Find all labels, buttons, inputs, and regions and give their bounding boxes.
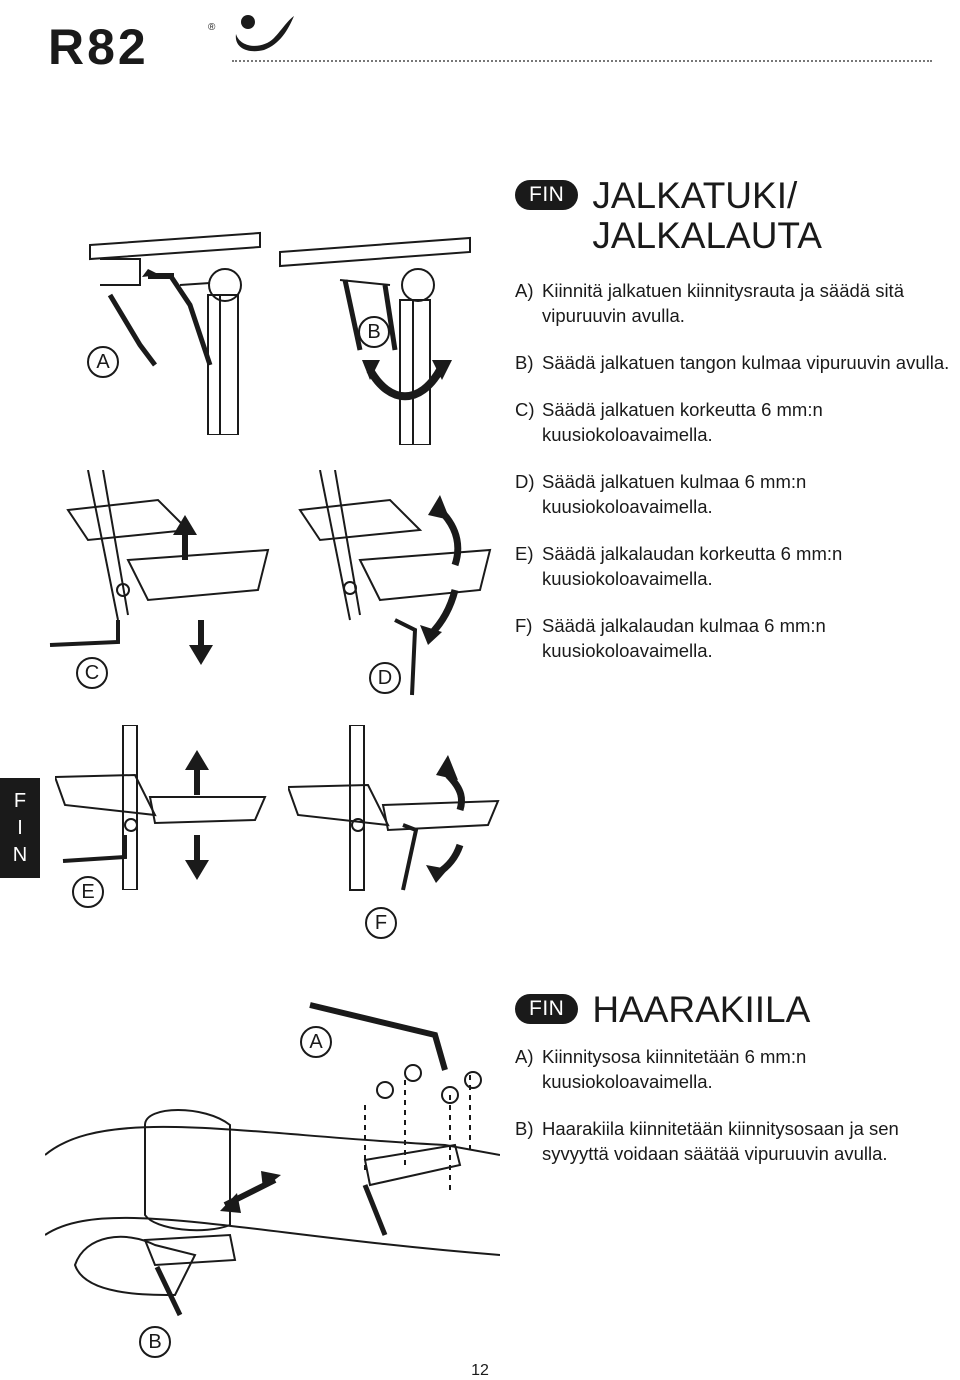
section-title: HAARAKIILA <box>592 990 810 1030</box>
instruction-item: C)Säädä jalkatuen korkeutta 6 mm:n kuusi… <box>515 399 823 445</box>
instruction-item: B)Haarakiila kiinnitetään kiinnitysosaan… <box>515 1118 899 1164</box>
rotate-arrow-icon <box>366 367 444 401</box>
logo-swirl-icon <box>235 16 294 52</box>
instruction-item: E)Säädä jalkalaudan korkeutta 6 mm:n kuu… <box>515 543 843 589</box>
page-number: 12 <box>471 1362 489 1379</box>
figure-label-pommel-b: B <box>139 1326 171 1358</box>
instruction-list: A)Kiinnitä jalkatuen kiinnitysrauta ja s… <box>515 278 955 663</box>
figure-label-c: C <box>76 657 108 689</box>
logo-text: R82 <box>48 19 149 68</box>
arrow-up-icon <box>173 515 197 535</box>
pommel-heading: FIN HAARAKIILA <box>515 990 955 1030</box>
title-line: JALKALAUTA <box>592 215 822 256</box>
instruction-item: A)Kiinnitysosa kiinnitetään 6 mm:n kuusi… <box>515 1046 807 1092</box>
side-tab-letter: N <box>12 843 28 866</box>
figure-label-f: F <box>365 907 397 939</box>
side-tab-letter: F <box>13 789 27 812</box>
illustration-c <box>49 470 270 665</box>
registered-mark: ® <box>208 22 216 33</box>
illustration-d <box>298 470 492 696</box>
illustration-e <box>55 725 267 890</box>
arrow-up-icon <box>185 750 209 770</box>
figure-label-d: D <box>369 662 401 694</box>
illustration-f <box>288 725 500 891</box>
instruction-list: A)Kiinnitysosa kiinnitetään 6 mm:n kuusi… <box>515 1044 955 1166</box>
logo-dot-icon <box>241 15 255 29</box>
r82-logo: R82 ® <box>48 15 294 68</box>
arrow-down-icon <box>189 645 213 665</box>
language-badge: FIN <box>515 994 579 1024</box>
arrow-up-icon <box>436 755 458 780</box>
header-dotted-rule <box>232 60 932 62</box>
footrest-heading: FIN JALKATUKI/ JALKALAUTA <box>515 176 955 256</box>
figure-label-pommel-a: A <box>300 1026 332 1058</box>
section-title: JALKATUKI/ JALKALAUTA <box>592 176 822 256</box>
arrow-down-icon <box>426 865 448 883</box>
instruction-item: D)Säädä jalkatuen kulmaa 6 mm:n kuusioko… <box>515 471 807 517</box>
side-tab-letter: I <box>17 816 23 839</box>
figure-label-a: A <box>87 346 119 378</box>
illustration-a <box>89 231 261 435</box>
illustration-b <box>279 236 471 445</box>
title-line: JALKATUKI/ <box>592 175 798 216</box>
pommel-section: FIN HAARAKIILA A)Kiinnitysosa kiinnitetä… <box>515 990 955 1188</box>
instruction-item: B)Säädä jalkatuen tangon kulmaa vipuruuv… <box>515 352 950 373</box>
figure-label-b: B <box>358 316 390 348</box>
figure-label-e: E <box>72 876 104 908</box>
language-side-tab: F I N <box>0 778 40 878</box>
arrow-down-icon <box>185 860 209 880</box>
instruction-item: F)Säädä jalkalaudan kulmaa 6 mm:n kuusio… <box>515 615 826 661</box>
footrest-section: FIN JALKATUKI/ JALKALAUTA A)Kiinnitä jal… <box>515 176 955 685</box>
title-line: HAARAKIILA <box>592 989 811 1030</box>
arrow-up-icon <box>428 495 450 520</box>
illustration-pommel <box>45 1002 500 1317</box>
instruction-item: A)Kiinnitä jalkatuen kiinnitysrauta ja s… <box>515 280 904 326</box>
language-badge: FIN <box>515 180 579 210</box>
arrow-down-icon <box>420 625 442 645</box>
